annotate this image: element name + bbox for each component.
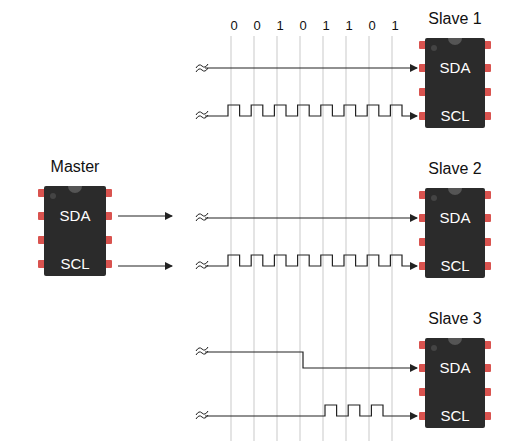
pin-label: SDA <box>425 359 485 377</box>
chip-body <box>44 186 106 276</box>
clock-signal <box>205 105 417 116</box>
data-signal <box>205 217 417 218</box>
pin-label: SCL <box>425 257 485 275</box>
chip-dot <box>431 45 437 51</box>
bit-value: 1 <box>341 18 357 33</box>
bit-value: 1 <box>272 18 288 33</box>
break-mark <box>196 213 208 221</box>
chip-name: Slave 1 <box>395 10 511 28</box>
bit-gridline <box>231 36 232 441</box>
pin-label: SDA <box>44 207 106 225</box>
ic-chip: MasterSDASCL <box>44 158 106 276</box>
ic-chip: Slave 3SDASCL <box>425 310 485 428</box>
pin-label: SCL <box>425 107 485 125</box>
bit-gridline <box>254 36 255 441</box>
bit-value: 0 <box>364 18 380 33</box>
bit-gridline <box>300 36 301 441</box>
chip-name: Slave 2 <box>395 160 511 178</box>
chip-notch <box>448 338 462 345</box>
break-mark <box>196 261 208 269</box>
chip-notch <box>448 38 462 45</box>
master-sda-arrow <box>118 215 172 216</box>
bit-gridline <box>392 36 393 441</box>
chip-name: Master <box>14 158 136 176</box>
data-signal <box>205 67 417 68</box>
chip-dot <box>50 193 56 199</box>
bit-gridline <box>346 36 347 441</box>
bit-gridline <box>369 36 370 441</box>
bit-value: 1 <box>318 18 334 33</box>
ic-chip: Slave 1SDASCL <box>425 10 485 128</box>
chip-notch <box>448 188 462 195</box>
bit-gridline <box>277 36 278 441</box>
break-mark <box>196 111 208 119</box>
chip-notch <box>68 186 82 193</box>
ic-chip: Slave 2SDASCL <box>425 160 485 278</box>
data-signal <box>205 352 417 368</box>
pin-label: SDA <box>425 59 485 77</box>
chip-dot <box>431 195 437 201</box>
pin-label: SDA <box>425 209 485 227</box>
break-mark <box>196 411 208 419</box>
chip-dot <box>431 345 437 351</box>
pin-label: SCL <box>425 407 485 425</box>
bit-gridline <box>323 36 324 441</box>
bit-value: 0 <box>226 18 242 33</box>
clock-signal <box>205 255 417 266</box>
chip-name: Slave 3 <box>395 310 511 328</box>
break-mark <box>196 347 208 355</box>
chip-body <box>425 338 485 428</box>
bit-value: 0 <box>295 18 311 33</box>
chip-body <box>425 38 485 128</box>
chip-body <box>425 188 485 278</box>
clock-signal <box>205 405 417 416</box>
bit-value: 1 <box>387 18 403 33</box>
bit-value: 0 <box>249 18 265 33</box>
pin-label: SCL <box>44 255 106 273</box>
master-scl-arrow <box>118 265 172 266</box>
